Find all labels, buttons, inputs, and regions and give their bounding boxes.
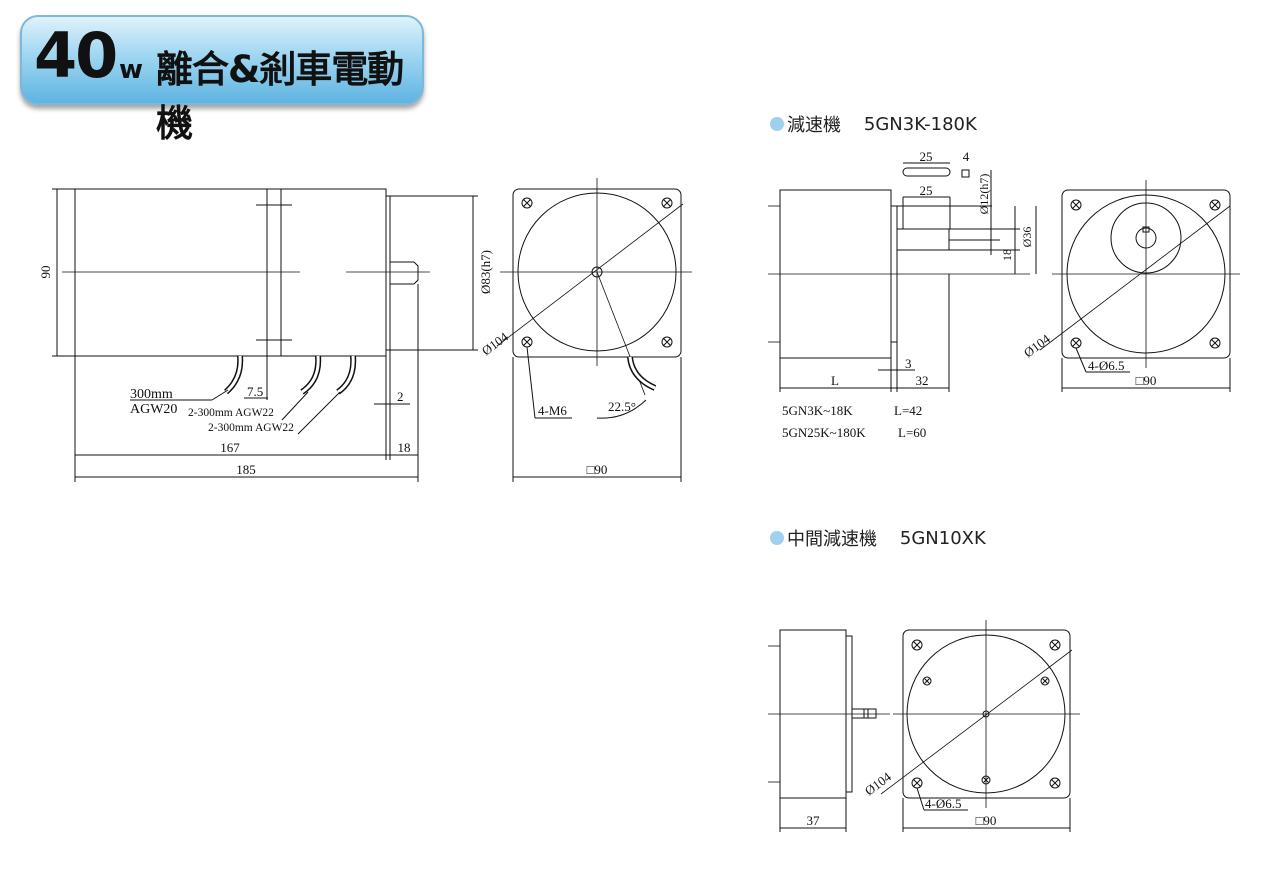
page-title: 離合&剎車電動機 <box>156 48 404 145</box>
length-row-2-value: L=60 <box>898 425 926 440</box>
intermediate-model: 5GN10XK <box>899 527 986 549</box>
motor-holes: 4-M6 <box>538 403 567 418</box>
intermediate-dim-37: 37 <box>807 813 821 828</box>
shaft-dim-25: 25 <box>920 183 933 198</box>
gearhead-model: 5GN3K-180K <box>863 113 977 135</box>
gearhead-title-label: 減速機 <box>787 115 841 136</box>
title-badge: 40 w 離合&剎車電動機 <box>20 15 424 145</box>
bullet-icon <box>770 531 784 545</box>
dim-3: 3 <box>905 356 912 371</box>
gearhead-dia-104: Ø104 <box>1021 331 1053 361</box>
dim-L: L <box>831 373 839 388</box>
length-row-2-range: 5GN25K~180K <box>782 425 866 440</box>
intermediate-holes: 4-Ø6.5 <box>925 796 961 811</box>
lead-main-length: 300mm <box>130 387 173 402</box>
dim-shaft-diameter: Ø83(h7) <box>478 250 493 294</box>
key-dim-25-top: 25 <box>920 149 933 164</box>
dim-18: 18 <box>398 440 411 455</box>
dim-7-5: 7.5 <box>247 384 263 399</box>
gearhead-front-view <box>1039 180 1240 392</box>
gearhead-side-view <box>768 162 1037 392</box>
gearhead-section-title: 減速機 5GN3K-180K <box>770 111 977 137</box>
intermediate-title-label: 中間減速機 <box>787 529 877 550</box>
intermediate-section-title: 中間減速機 5GN10XK <box>770 525 986 551</box>
dim-32: 32 <box>916 373 929 388</box>
motor-dia-104: Ø104 <box>479 329 511 359</box>
pilot-dim-36: Ø36 <box>1020 227 1034 248</box>
dim-185: 185 <box>236 462 256 477</box>
power-value: 40 <box>34 19 118 92</box>
length-row-1-range: 5GN3K~18K <box>782 403 853 418</box>
dim-90: 90 <box>38 266 53 279</box>
shaft-dim-12: Ø12(h7) <box>977 174 991 215</box>
lead-brake-b: 2-300mm AGW22 <box>208 422 294 434</box>
gearhead-square-90: □90 <box>1136 373 1157 388</box>
center-dim-18: 18 <box>1000 249 1014 261</box>
gearhead-holes: 4-Ø6.5 <box>1088 358 1124 373</box>
lead-main-gauge: AGW20 <box>130 402 177 417</box>
intermediate-side-view <box>768 629 890 832</box>
dim-167: 167 <box>220 440 240 455</box>
key-dim-4: 4 <box>963 149 970 164</box>
intermediate-square-90: □90 <box>976 813 997 828</box>
length-row-1-value: L=42 <box>894 403 922 418</box>
motor-angle: 22.5° <box>608 399 636 414</box>
intermediate-dia-104: Ø104 <box>862 769 894 799</box>
lead-brake-a: 2-300mm AGW22 <box>188 407 274 419</box>
motor-front-view <box>496 178 692 482</box>
motor-side-view <box>52 188 478 482</box>
power-unit: w <box>119 55 144 85</box>
motor-square-90: □90 <box>587 462 608 477</box>
bullet-icon <box>770 117 784 131</box>
dim-2: 2 <box>397 389 404 404</box>
intermediate-front-view <box>880 620 1080 832</box>
